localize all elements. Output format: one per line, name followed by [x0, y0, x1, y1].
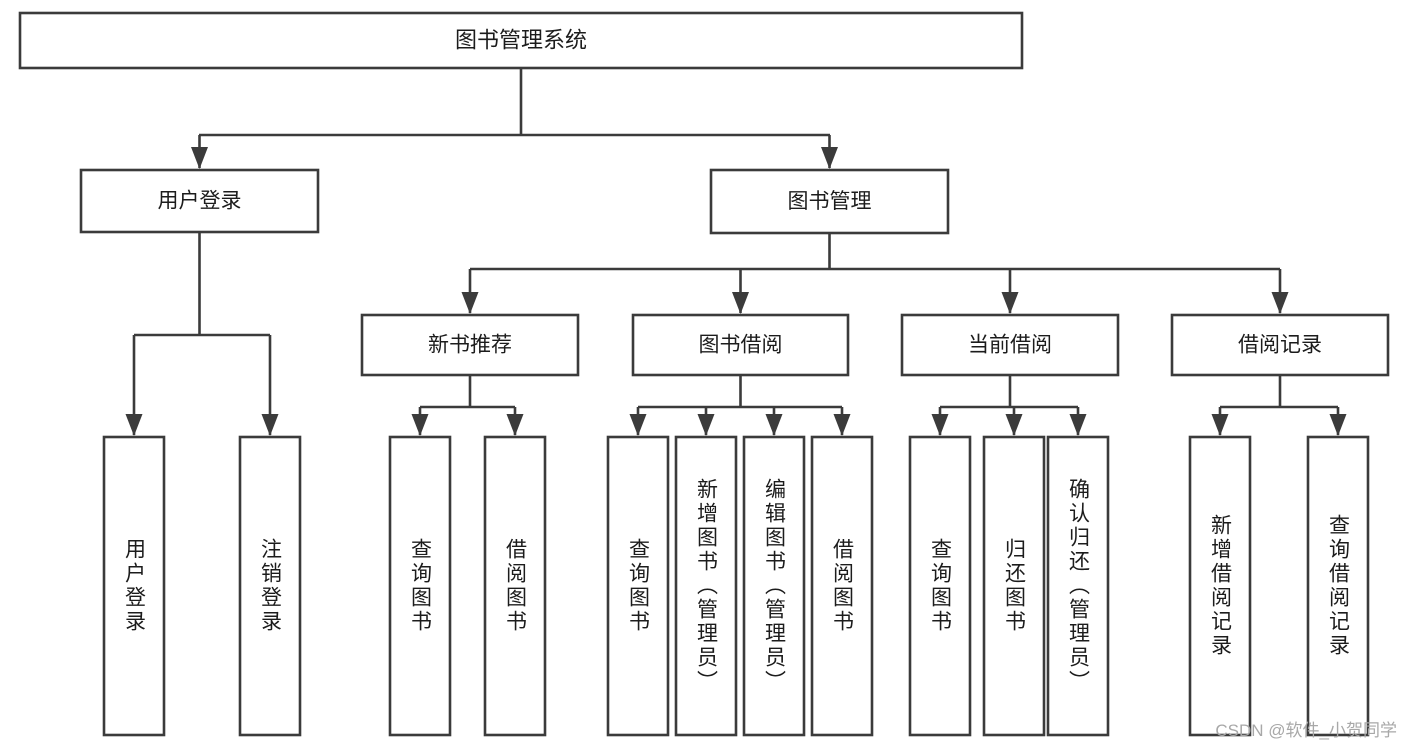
arrow-head-icon [461, 292, 479, 314]
leaf-box-12[interactable] [1306, 435, 1370, 737]
arrow-head-icon [697, 414, 715, 436]
arrow-head-icon [931, 414, 949, 436]
leaf-box-7[interactable] [810, 435, 874, 737]
leaf-box-10[interactable] [1046, 435, 1110, 737]
node-box-level2-1[interactable] [631, 313, 850, 377]
node-box-level1-0[interactable] [79, 168, 320, 234]
arrow-head-icon [1001, 292, 1019, 314]
arrow-head-icon [833, 414, 851, 436]
leaf-box-0[interactable] [102, 435, 166, 737]
node-label-level1-1: 图书管理 [788, 190, 872, 213]
arrow-head-icon [261, 414, 279, 436]
arrow-head-icon [1005, 414, 1023, 436]
leaf-box-3[interactable] [483, 435, 547, 737]
leaf-box-4[interactable] [606, 435, 670, 737]
node-box-level2-3[interactable] [1170, 313, 1390, 377]
leaf-box-5[interactable] [674, 435, 738, 737]
node-box-level1-1[interactable] [709, 168, 950, 235]
leaf-box-1[interactable] [238, 435, 302, 737]
leaf-box-8[interactable] [908, 435, 972, 737]
connector-layer [125, 68, 1347, 436]
box-layer [18, 11, 1390, 737]
node-label-level2-2: 当前借阅 [968, 334, 1052, 357]
arrow-head-icon [732, 292, 749, 314]
node-box-level2-0[interactable] [360, 313, 580, 377]
arrow-head-icon [1069, 414, 1087, 436]
node-label-root: 图书管理系统 [455, 27, 587, 52]
arrow-head-icon [1271, 292, 1289, 314]
arrow-head-icon [629, 414, 647, 436]
node-label-level1-0: 用户登录 [158, 190, 242, 213]
leaf-box-6[interactable] [742, 435, 806, 737]
node-box-level2-2[interactable] [900, 313, 1120, 377]
arrow-head-icon [1211, 414, 1229, 436]
arrow-head-icon [125, 414, 143, 436]
arrow-head-icon [506, 414, 524, 436]
arrow-head-icon [411, 414, 429, 436]
leaf-box-2[interactable] [388, 435, 452, 737]
arrow-head-icon [1329, 414, 1347, 436]
node-label-level2-0: 新书推荐 [428, 334, 512, 357]
arrow-head-icon [765, 414, 783, 436]
node-label-level2-3: 借阅记录 [1238, 334, 1322, 357]
arrow-head-icon [821, 147, 838, 169]
node-label-level2-1: 图书借阅 [699, 334, 783, 357]
node-box-root[interactable] [18, 11, 1024, 70]
arrow-head-icon [191, 147, 208, 169]
leaf-box-11[interactable] [1188, 435, 1252, 737]
leaf-box-9[interactable] [982, 435, 1046, 737]
